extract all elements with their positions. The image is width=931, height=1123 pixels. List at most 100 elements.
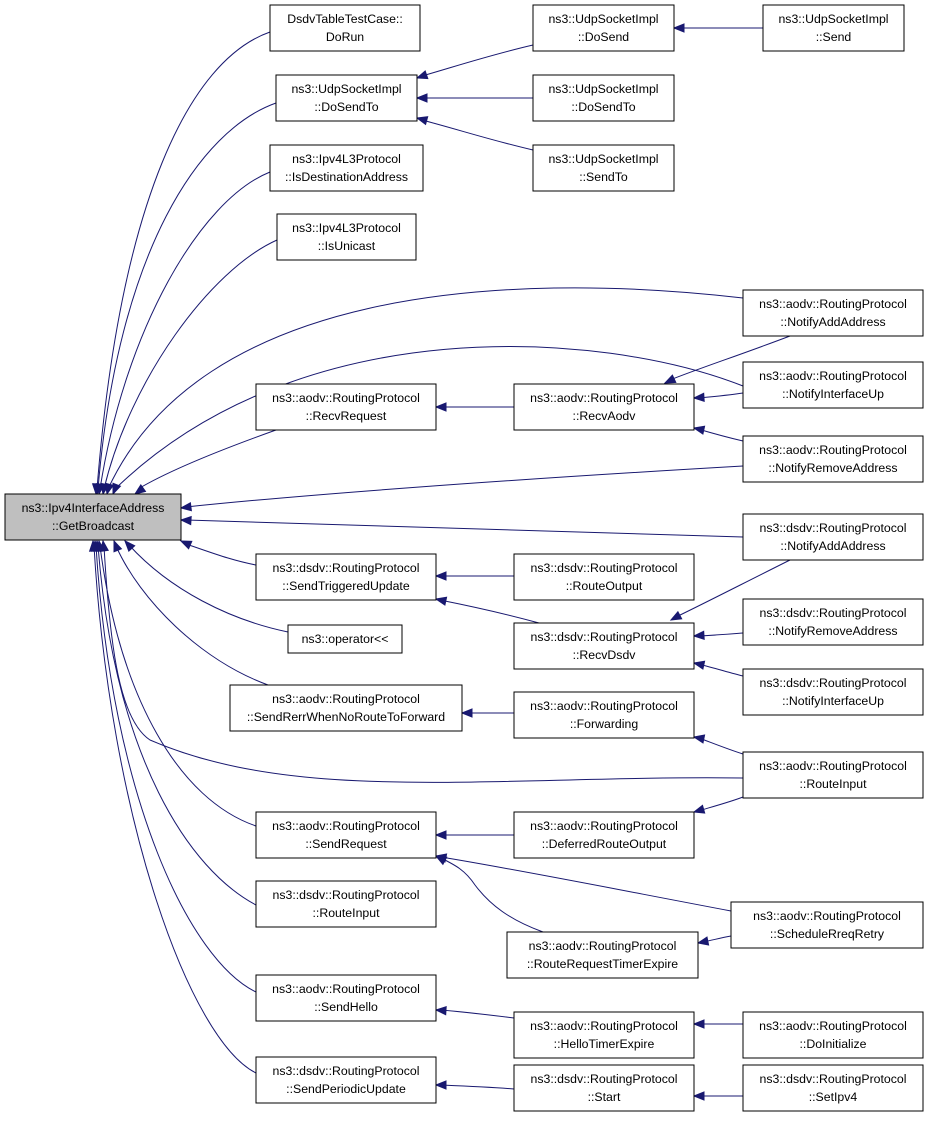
node-aodvSendRerr[interactable]: ns3::aodv::RoutingProtocol::SendRerrWhen… xyxy=(229,684,463,732)
node-box xyxy=(762,4,905,52)
node-udpDoSendTo2[interactable]: ns3::UdpSocketImpl::DoSendTo xyxy=(532,74,675,122)
node-box xyxy=(255,1056,437,1104)
node-isUnicast[interactable]: ns3::Ipv4L3Protocol::IsUnicast xyxy=(276,213,417,261)
edge-aodvRecvRequest-to-root xyxy=(133,429,277,495)
edge-aodvNotifyAdd-to-root xyxy=(104,287,744,496)
node-label: ns3::UdpSocketImpl xyxy=(548,152,658,166)
edge-line xyxy=(698,392,744,399)
node-box xyxy=(742,1064,924,1112)
node-aodvDoInit[interactable]: ns3::aodv::RoutingProtocol::DoInitialize xyxy=(742,1011,924,1059)
node-aodvSendRequest[interactable]: ns3::aodv::RoutingProtocol::SendRequest xyxy=(255,811,437,859)
node-box xyxy=(513,1011,695,1059)
node-label: ::Start xyxy=(588,1090,621,1104)
node-isDest[interactable]: ns3::Ipv4L3Protocol::IsDestinationAddres… xyxy=(269,144,424,192)
node-dsdvSendPeriodic[interactable]: ns3::dsdv::RoutingProtocol::SendPeriodic… xyxy=(255,1056,437,1104)
node-aodvNotifyRemove[interactable]: ns3::aodv::RoutingProtocol::NotifyRemove… xyxy=(742,435,924,483)
node-label: DoRun xyxy=(326,30,364,44)
node-label: ::Forwarding xyxy=(570,717,639,731)
node-box xyxy=(513,1064,695,1112)
node-dsdvNotifyRemove[interactable]: ns3::dsdv::RoutingProtocol::NotifyRemove… xyxy=(742,598,924,646)
edge-arrowhead xyxy=(133,484,147,495)
edge-line xyxy=(698,632,744,637)
edge-dsdvNotifyAdd-to-root xyxy=(179,515,744,538)
node-label: ::IsUnicast xyxy=(318,239,376,253)
edge-arrowhead xyxy=(692,425,706,435)
node-label: ::DoSendTo xyxy=(314,100,378,114)
node-label: ns3::dsdv::RoutingProtocol xyxy=(760,521,907,535)
node-aodvNotifyAdd[interactable]: ns3::aodv::RoutingProtocol::NotifyAddAdd… xyxy=(742,289,924,337)
edge-line xyxy=(440,1009,515,1019)
node-udpSend[interactable]: ns3::UdpSocketImpl::Send xyxy=(762,4,905,52)
node-dsdvStart[interactable]: ns3::dsdv::RoutingProtocol::Start xyxy=(513,1064,695,1112)
edge-line xyxy=(93,545,257,1074)
node-box xyxy=(742,751,924,799)
node-label: ::NotifyInterfaceUp xyxy=(782,387,884,401)
node-label: ns3::aodv::RoutingProtocol xyxy=(529,939,677,953)
node-aodvForwarding[interactable]: ns3::aodv::RoutingProtocol::Forwarding xyxy=(513,691,695,739)
edge-aodvNotifyIfUp-to-root xyxy=(112,346,744,496)
node-label: ns3::dsdv::RoutingProtocol xyxy=(273,1064,420,1078)
node-box xyxy=(513,553,695,601)
node-dsdvSetIpv4[interactable]: ns3::dsdv::RoutingProtocol::SetIpv4 xyxy=(742,1064,924,1112)
node-dsdvNotifyAdd[interactable]: ns3::dsdv::RoutingProtocol::NotifyAddAdd… xyxy=(742,513,924,561)
node-root[interactable]: ns3::Ipv4InterfaceAddress::GetBroadcast xyxy=(4,493,182,541)
node-label: ns3::dsdv::RoutingProtocol xyxy=(531,630,678,644)
node-aodvHelloTimer[interactable]: ns3::aodv::RoutingProtocol::HelloTimerEx… xyxy=(513,1011,695,1059)
node-label: ns3::aodv::RoutingProtocol xyxy=(759,759,907,773)
edge-dsdvNotifyRemove-to-dsdvRecvDsdv xyxy=(692,630,744,641)
node-udpDoSend[interactable]: ns3::UdpSocketImpl::DoSend xyxy=(532,4,675,52)
edge-arrowhead xyxy=(692,630,705,641)
edge-aodvRouteReqTimer-to-aodvSendRequest xyxy=(434,855,544,933)
node-label: ::SendHello xyxy=(314,1000,378,1014)
node-aodvRouteInput[interactable]: ns3::aodv::RoutingProtocol::RouteInput xyxy=(742,751,924,799)
edge-dsdvStart-to-dsdvSendPeriodic xyxy=(434,1080,515,1090)
node-box xyxy=(276,213,417,261)
edge-aodvSendRerr-to-root xyxy=(113,539,269,686)
node-aodvRecvAodv[interactable]: ns3::aodv::RoutingProtocol::RecvAodv xyxy=(513,383,695,431)
edge-udpSendTo-to-udpDoSendTo xyxy=(415,116,534,151)
node-aodvSendHello[interactable]: ns3::aodv::RoutingProtocol::SendHello xyxy=(255,974,437,1022)
edge-line xyxy=(440,856,732,912)
node-aodvSchedRetry[interactable]: ns3::aodv::RoutingProtocol::ScheduleRreq… xyxy=(730,901,924,949)
edge-line xyxy=(114,346,744,490)
node-dsdvNotifyIfUp[interactable]: ns3::dsdv::RoutingProtocol::NotifyInterf… xyxy=(742,668,924,716)
node-dsdvRouteOutput[interactable]: ns3::dsdv::RoutingProtocol::RouteOutput xyxy=(513,553,695,601)
node-dsdvRouteInput[interactable]: ns3::dsdv::RoutingProtocol::RouteInput xyxy=(255,880,437,928)
node-udpDoSendTo[interactable]: ns3::UdpSocketImpl::DoSendTo xyxy=(275,74,418,122)
node-box xyxy=(742,1011,924,1059)
edge-dsdvSetIpv4-to-dsdvStart xyxy=(692,1091,743,1101)
node-dsdvTest[interactable]: DsdvTableTestCase::DoRun xyxy=(269,4,421,52)
node-dsdvRecvDsdv[interactable]: ns3::dsdv::RoutingProtocol::RecvDsdv xyxy=(513,622,695,670)
nodes-layer: ns3::Ipv4InterfaceAddress::GetBroadcast D… xyxy=(4,4,924,1112)
edge-arrowhead xyxy=(692,1091,705,1101)
edge-arrowhead xyxy=(415,70,429,80)
node-operatorShift[interactable]: ns3::operator<< xyxy=(287,624,403,654)
node-dsdvSendTriggered[interactable]: ns3::dsdv::RoutingProtocol::SendTriggere… xyxy=(255,553,437,601)
edge-arrowhead xyxy=(179,502,192,512)
node-label: ::RouteInput xyxy=(800,777,868,791)
edge-line xyxy=(185,465,744,508)
edge-dsdvNotifyIfUp-to-dsdvRecvDsdv xyxy=(692,660,744,677)
edge-aodvSchedRetry-to-aodvRouteReqTimer xyxy=(696,935,732,946)
node-label: ns3::aodv::RoutingProtocol xyxy=(272,982,420,996)
node-box xyxy=(730,901,924,949)
node-aodvRouteReqTimer[interactable]: ns3::aodv::RoutingProtocol::RouteRequest… xyxy=(506,931,699,979)
edge-line xyxy=(95,545,257,993)
node-label: ::HelloTimerExpire xyxy=(554,1037,655,1051)
edge-line xyxy=(185,519,744,538)
edge-dsdvNotifyAdd-to-dsdvRecvDsdv xyxy=(669,559,791,621)
node-box xyxy=(255,383,437,431)
node-label: ns3::dsdv::RoutingProtocol xyxy=(273,888,420,902)
edge-arrowhead xyxy=(434,571,447,581)
edge-aodvRecvAodv-to-aodvRecvRequest xyxy=(434,402,514,412)
edge-aodvNotifyIfUp-to-aodvRecvAodv xyxy=(692,392,744,403)
node-aodvRecvRequest[interactable]: ns3::aodv::RoutingProtocol::RecvRequest xyxy=(255,383,437,431)
node-udpSendTo[interactable]: ns3::UdpSocketImpl::SendTo xyxy=(532,144,675,192)
node-label: ns3::UdpSocketImpl xyxy=(291,82,401,96)
node-label: ::NotifyAddAddress xyxy=(780,315,885,329)
node-aodvNotifyIfUp[interactable]: ns3::aodv::RoutingProtocol::NotifyInterf… xyxy=(742,361,924,409)
node-box xyxy=(513,691,695,739)
node-label: ns3::operator<< xyxy=(302,632,389,646)
node-aodvDeferred[interactable]: ns3::aodv::RoutingProtocol::DeferredRout… xyxy=(513,811,695,859)
edge-arrowhead xyxy=(112,482,122,496)
